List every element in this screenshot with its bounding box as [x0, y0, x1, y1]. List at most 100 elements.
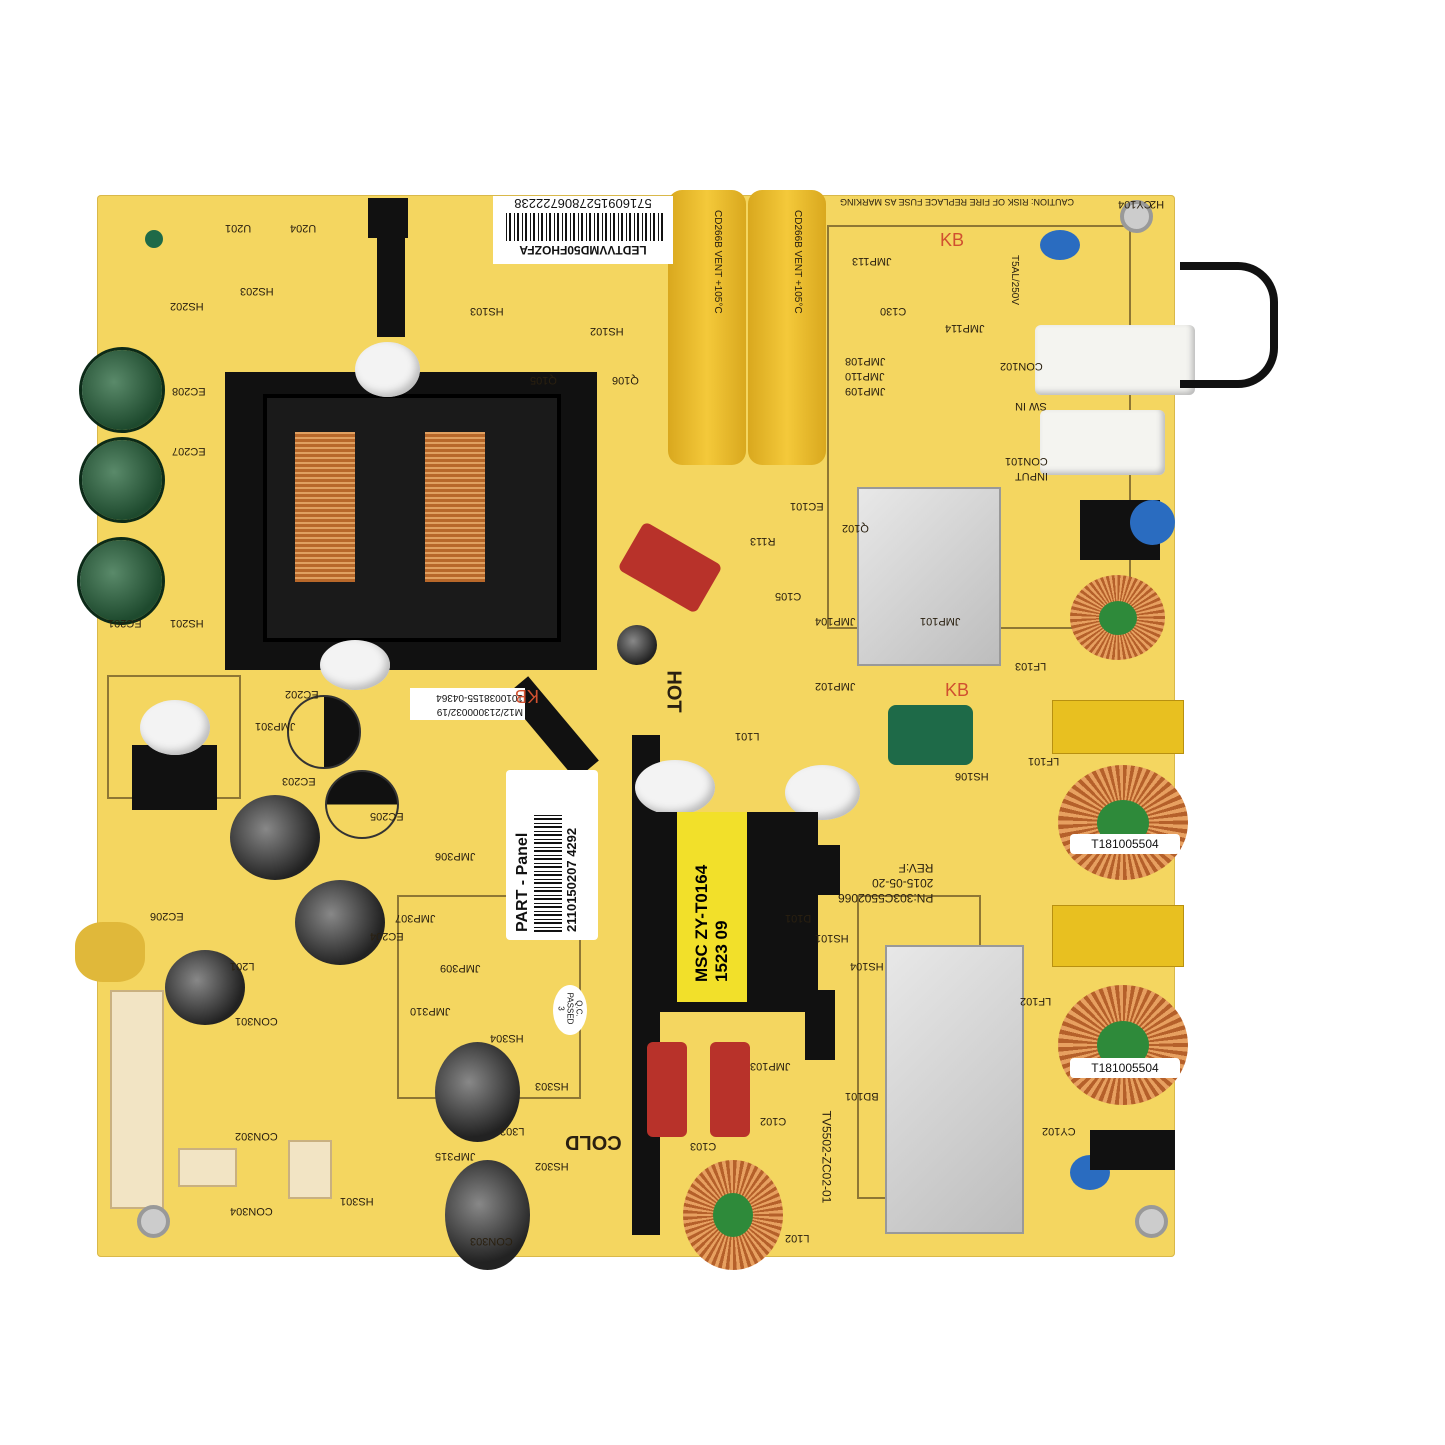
wire-connector[interactable] — [288, 1140, 332, 1199]
capacitor-footprint — [287, 695, 361, 769]
silkscreen-label: R113 — [750, 535, 776, 547]
silkscreen-label: C130 — [880, 305, 907, 317]
silkscreen-label: CON304 — [230, 1205, 273, 1217]
input-connector[interactable] — [1040, 410, 1165, 475]
date-text: 2015-05-20 — [872, 876, 934, 890]
electrolytic-capacitor — [617, 625, 657, 665]
silkscreen-label: EC205 — [370, 810, 404, 822]
silkscreen-label: Q105 — [530, 374, 557, 386]
silkscreen-label: U204 — [290, 222, 317, 234]
silkscreen-label: Q106 — [612, 374, 639, 386]
cold-zone-marking: COLD — [565, 1131, 622, 1153]
silkscreen-label: JMP114 — [945, 322, 985, 334]
kb-mark: KB — [515, 686, 540, 706]
silkscreen-label: JMP102 — [815, 680, 856, 692]
silkscreen-label: Q102 — [842, 522, 869, 534]
silkscreen-label: JMP301 — [255, 720, 296, 732]
qc-text: PASSED — [565, 992, 575, 1025]
mounting-hole — [137, 1205, 170, 1238]
silkscreen-label: JMP315 — [435, 1150, 476, 1162]
silkscreen-label: JMP307 — [395, 912, 436, 924]
common-mode-choke — [1058, 765, 1188, 880]
main-transformer — [225, 372, 597, 670]
capacitor-footprint — [325, 770, 399, 839]
serial-sticker: M12/213000032/19 1010038155-04364 — [410, 688, 525, 720]
part-number: 2110150207 4292 — [564, 827, 579, 932]
mounting-hole — [1135, 1205, 1168, 1238]
silkscreen-label: CY104 — [1118, 198, 1152, 210]
silkscreen-label: HS302 — [535, 1160, 569, 1172]
silkscreen-label: INPUT — [1015, 470, 1048, 482]
connector-block — [1090, 1130, 1175, 1170]
ic-chip — [368, 198, 408, 238]
silkscreen-label: D101 — [785, 912, 812, 924]
silkscreen-label: CON303 — [470, 1235, 513, 1247]
part-title: PART - Panel — [514, 832, 531, 932]
fuse-rating: T5AL/250V — [1009, 255, 1020, 306]
silkscreen-label: JMP103 — [750, 1060, 791, 1072]
silkscreen-label: HS303 — [535, 1080, 569, 1092]
silkscreen-label: LF102 — [1020, 995, 1052, 1007]
x-capacitor — [1052, 700, 1184, 754]
silkscreen-label: JMP309 — [440, 962, 481, 974]
barcode — [503, 213, 663, 241]
silkscreen-label: HS104 — [850, 960, 884, 972]
thermal-pad — [888, 705, 973, 765]
silkscreen-label: EC206 — [150, 910, 184, 922]
hot-zone-marking: HOT — [662, 670, 685, 713]
diode — [805, 990, 835, 1060]
silkscreen-label: HS203 — [240, 285, 274, 297]
diode — [810, 845, 840, 895]
film-capacitor — [647, 1042, 687, 1137]
inductor — [435, 1042, 520, 1142]
kb-mark: KB — [945, 680, 970, 700]
silkscreen-label: LF103 — [1015, 660, 1047, 672]
panel-connector[interactable] — [110, 990, 164, 1209]
silkscreen-label: CY102 — [1042, 1125, 1076, 1137]
silkscreen-label: HS301 — [340, 1195, 374, 1207]
silkscreen-label: EC207 — [172, 445, 206, 457]
silkscreen-label: CON301 — [235, 1015, 278, 1027]
mounting-hole — [1120, 200, 1153, 233]
board-id: TV5502-ZC02-01 — [819, 1110, 834, 1204]
glue-blob — [635, 760, 715, 815]
silkscreen-label: C105 — [775, 590, 802, 602]
qc-passed-label: Q.C. PASSED 3 — [553, 985, 587, 1035]
silkscreen-label: EC203 — [282, 775, 316, 787]
silkscreen-label: HS103 — [470, 305, 504, 317]
part-label: PART - Panel 2110150207 4292 — [506, 770, 598, 940]
film-capacitor — [710, 1042, 750, 1137]
y-capacitor — [1040, 230, 1080, 260]
silkscreen-label: L102 — [785, 1232, 810, 1244]
qc-text: Q.C. — [574, 1000, 584, 1017]
qc-text: 3 — [556, 1006, 566, 1011]
silkscreen-label: JMP306 — [435, 850, 476, 862]
electrolytic-capacitor — [82, 440, 162, 520]
inductor — [165, 950, 245, 1025]
small-capacitor — [75, 922, 145, 982]
sticker-line: M12/213000032/19 — [436, 706, 523, 717]
electrolytic-capacitor — [82, 350, 162, 430]
choke-label: T181005504 — [1070, 834, 1180, 854]
silkscreen-label: JMP109 — [845, 385, 886, 397]
silkscreen-label: C102 — [760, 1115, 787, 1127]
silkscreen-label: EC201 — [108, 617, 142, 629]
wire-connector[interactable] — [178, 1148, 237, 1187]
silkscreen-label: HS106 — [955, 770, 989, 782]
silkscreen-label: EC202 — [285, 688, 319, 700]
inductor — [445, 1160, 530, 1270]
transformer-date: 1523 09 — [712, 920, 731, 982]
ac-connector[interactable] — [1035, 325, 1195, 395]
caution-text: CAUTION: RISK OF FIRE REPLACE FUSE AS MA… — [840, 197, 1075, 207]
silkscreen-label: JMP101 — [920, 615, 961, 627]
silkscreen-label: SW IN — [1015, 400, 1047, 412]
sticker-line: 1010038155-04364 — [436, 692, 523, 703]
model-text: LEDTVVMD50FHOZFA — [519, 243, 647, 257]
barcode-label: LEDTVVMD50FHOZFA 5716091527806722238 — [493, 196, 673, 264]
bulk-capacitor: CD266B VENT +105°C — [748, 190, 826, 465]
silkscreen-label: C103 — [690, 1140, 717, 1152]
silkscreen-label: EC208 — [172, 385, 206, 397]
silkscreen-label: JMP310 — [410, 1005, 451, 1017]
glue-blob — [140, 700, 210, 755]
silkscreen-label: CON101 — [1005, 455, 1048, 467]
